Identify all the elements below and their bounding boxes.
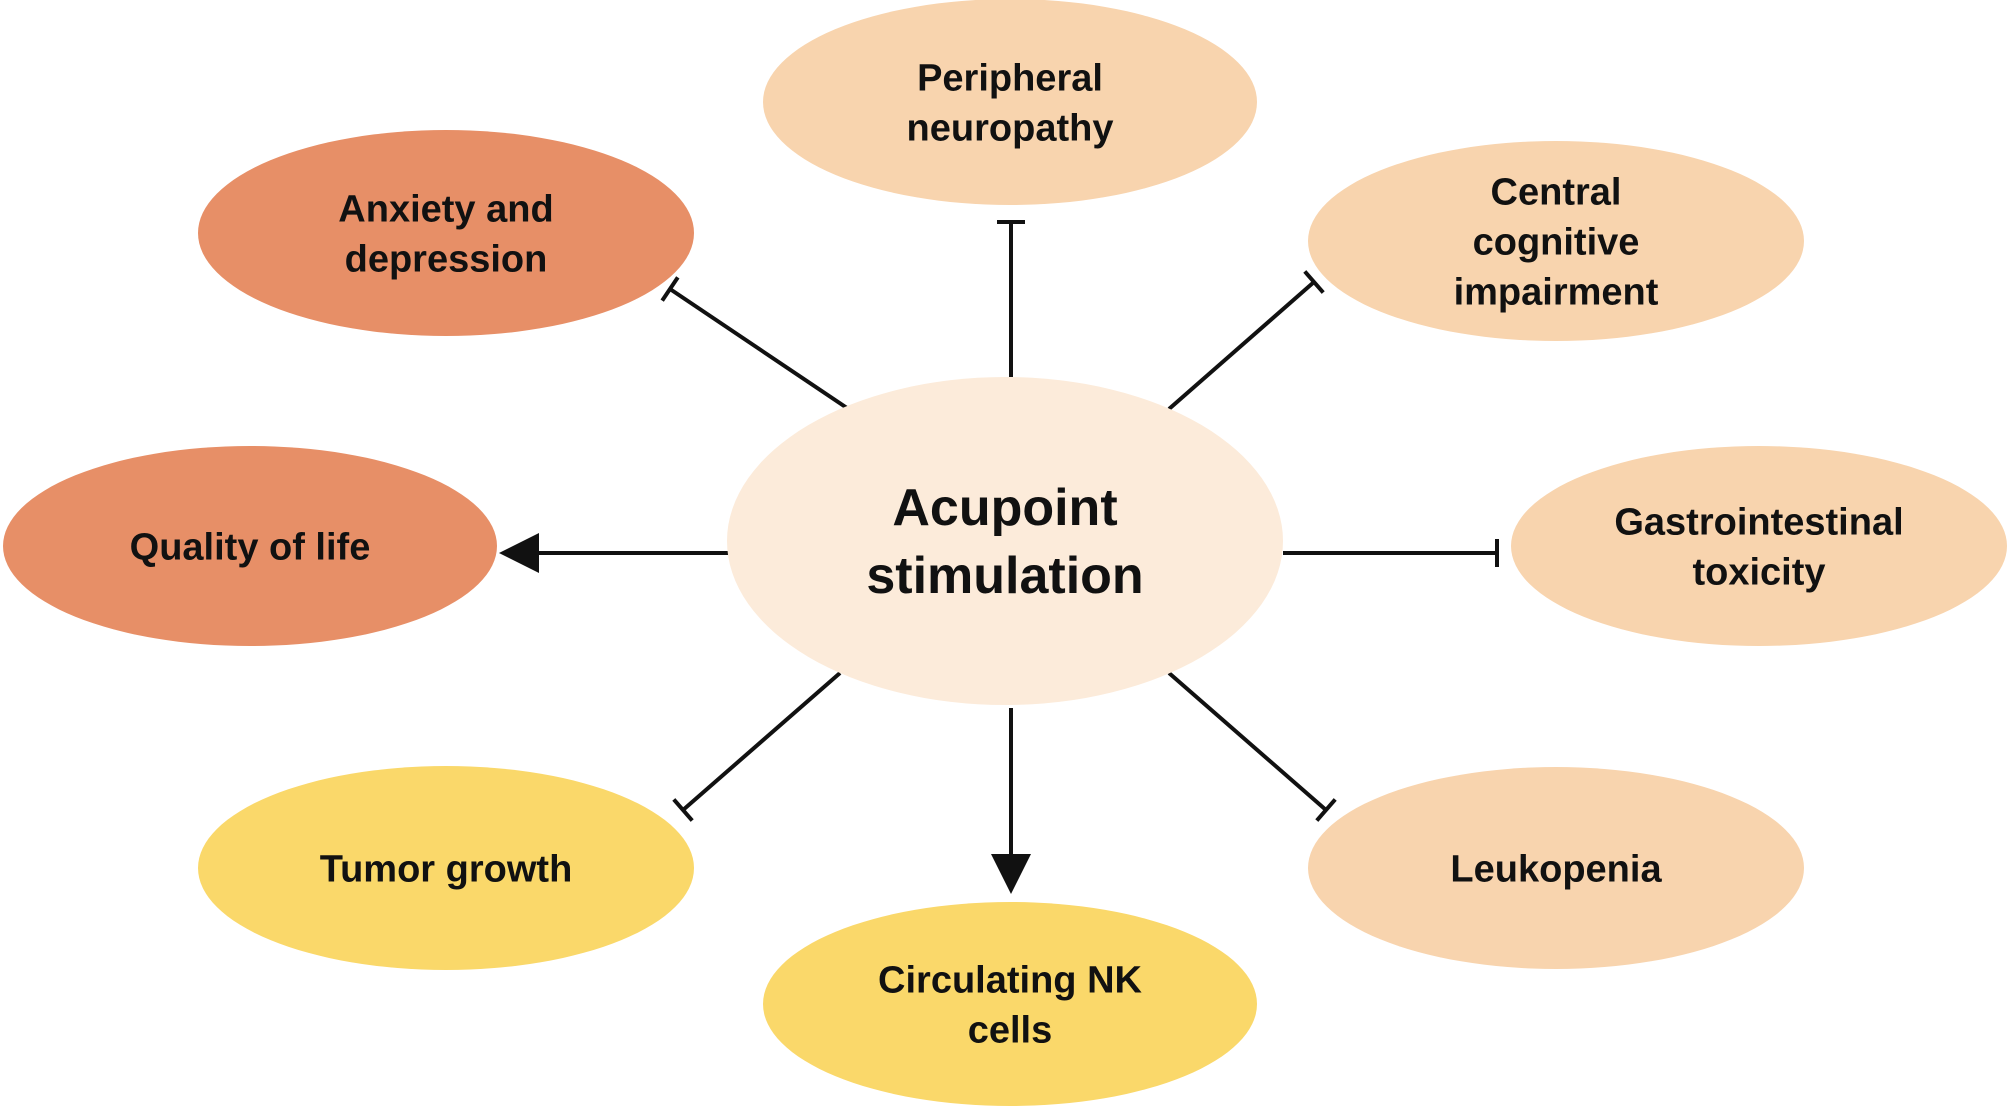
inhibit-line-leukopenia — [1167, 671, 1328, 812]
anxiety-depression-label-line-2: depression — [345, 238, 548, 280]
circulating-nk-cells-label-line-1: Circulating NK — [878, 959, 1142, 1001]
node-gastrointestinal-toxicity: Gastrointestinal toxicity — [1511, 446, 2007, 646]
inhibit-bar-tumor-growth — [672, 798, 694, 822]
nodes-layer: Acupoint stimulation Peripheral neuropathyA… — [3, 0, 2007, 1106]
inhibit-bar-anxiety-depression — [660, 276, 680, 302]
node-leukopenia: Leukopenia — [1308, 767, 1804, 969]
peripheral-neuropathy-ellipse — [763, 0, 1257, 205]
edge-anxiety-depression — [660, 276, 849, 410]
acupoint-label-line-1: Acupoint — [892, 479, 1117, 537]
anxiety-depression-ellipse — [198, 130, 694, 336]
leukopenia-label-line-1: Leukopenia — [1450, 848, 1662, 890]
edge-central-cognitive-impairment — [1167, 270, 1325, 411]
tumor-growth-label-line-1: Tumor growth — [320, 848, 573, 890]
quality-of-life-label-line-1: Quality of life — [130, 526, 371, 568]
circulating-nk-cells-label-line-2: cells — [968, 1009, 1053, 1051]
edge-gastrointestinal-toxicity — [1283, 539, 1499, 567]
peripheral-neuropathy-label-line-1: Peripheral — [917, 57, 1103, 99]
central-cognitive-impairment-ellipse — [1308, 141, 1804, 341]
acupoint-label-line-2: stimulation — [866, 547, 1143, 605]
anxiety-depression-label-line-1: Anxiety and — [338, 188, 553, 230]
node-tumor-growth: Tumor growth — [198, 766, 694, 970]
central-cognitive-impairment-label-line-3: impairment — [1454, 271, 1659, 313]
gastrointestinal-toxicity-ellipse — [1511, 446, 2007, 646]
gastrointestinal-toxicity-label-line-2: toxicity — [1692, 551, 1825, 593]
node-quality-of-life: Quality of life — [3, 446, 497, 646]
node-circulating-nk-cells: Circulating NK cells — [763, 902, 1257, 1106]
central-cognitive-impairment-label-line-1: Central — [1491, 171, 1622, 213]
gastrointestinal-toxicity-label-line-1: Gastrointestinal — [1614, 501, 1903, 543]
edge-peripheral-neuropathy — [997, 220, 1025, 377]
node-anxiety-depression: Anxiety and depression — [198, 130, 694, 336]
node-central-cognitive-impairment: Central cognitive impairment — [1308, 141, 1804, 341]
inhibit-line-tumor-growth — [681, 671, 842, 812]
node-peripheral-neuropathy: Peripheral neuropathy — [763, 0, 1257, 205]
inhibit-bar-central-cognitive-impairment — [1303, 270, 1325, 294]
inhibit-line-anxiety-depression — [668, 287, 849, 410]
edges-layer — [499, 220, 1499, 894]
inhibit-line-central-cognitive-impairment — [1167, 280, 1316, 411]
edge-leukopenia — [1167, 671, 1337, 822]
central-cognitive-impairment-label-line-2: cognitive — [1473, 221, 1640, 263]
tumor-growth-ellipse — [198, 766, 694, 970]
quality-of-life-ellipse — [3, 446, 497, 646]
center-node-acupoint: Acupoint stimulation — [727, 377, 1283, 705]
inhibit-bar-leukopenia — [1315, 798, 1337, 822]
edge-tumor-growth — [672, 671, 842, 822]
peripheral-neuropathy-label-line-2: neuropathy — [907, 107, 1114, 149]
leukopenia-ellipse — [1308, 767, 1804, 969]
acupoint-ellipse — [727, 377, 1283, 705]
circulating-nk-cells-ellipse — [763, 902, 1257, 1106]
